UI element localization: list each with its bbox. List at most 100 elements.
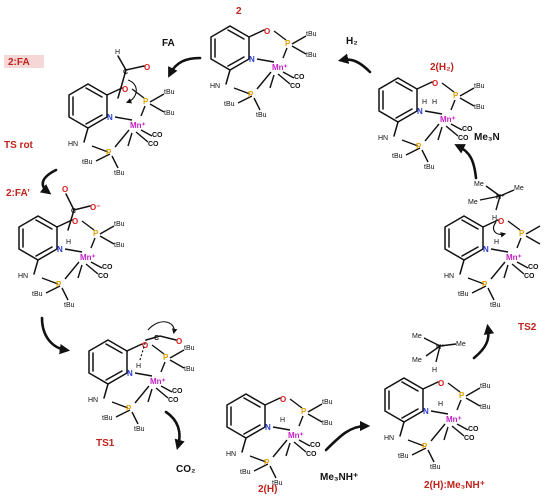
manganese-center: Mn⁺ (506, 253, 522, 262)
tbu-2: tBu (114, 242, 125, 249)
tbu-1: tBu (322, 399, 333, 406)
ring-oxygen: O (280, 395, 286, 404)
tbu-1: tBu (306, 31, 317, 38)
ring-oxygen: O (72, 217, 78, 226)
carbonyl-2: CO (294, 74, 305, 81)
methyl-1: Me (474, 181, 484, 188)
carbonyl-2: CO (310, 442, 321, 449)
tbu-3: tBu (398, 453, 409, 460)
complex-ts1: O N Mn⁺ P P HN CO CO tBu tBu tBu tBu C O… (88, 321, 195, 433)
phosphorus-2: P (126, 404, 132, 413)
phosphorus-1: P (163, 353, 169, 362)
trimethylammonium-ts2: N⁺ Me Me Me H (468, 181, 524, 238)
hydride-h: H (438, 401, 443, 408)
label-ts1: TS1 (96, 438, 115, 449)
phosphorus-2: P (56, 280, 62, 289)
ring-oxygen: O (264, 27, 270, 36)
phosphorus-2: P (422, 442, 428, 451)
ring-nitrogen: N (417, 107, 423, 116)
tbu-3: tBu (392, 153, 403, 160)
complex-2: O N Mn⁺ P P HN CO CO tBu tBu tBu tBu (210, 25, 317, 119)
ring-nitrogen: N (127, 369, 133, 378)
manganese-center: Mn⁺ (150, 377, 166, 386)
tbu-1: tBu (114, 221, 125, 228)
arrow-ts2-to-2h2 (454, 144, 478, 180)
phosphorus-1: P (301, 407, 307, 416)
complex-2-fa: O N Mn⁺ P P HN CO CO tBu tBu tBu tBu C O… (68, 49, 175, 177)
label-2h2: 2(H₂) (430, 62, 454, 73)
arrow-2h-to-2hme3nh (324, 420, 371, 452)
nh-group: HN (68, 141, 78, 148)
hydride-h: H (136, 363, 141, 370)
amine-nitrogen: N⁺ (436, 344, 445, 351)
amine-nitrogen: N⁺ (496, 194, 505, 201)
co2-carbon: C (154, 335, 159, 342)
tbu-3: tBu (102, 415, 113, 422)
tbu-4: tBu (272, 480, 283, 487)
tbu-4: tBu (64, 302, 75, 309)
ring-nitrogen: N (57, 245, 63, 254)
arrow-2faprime-to-ts1 (40, 316, 71, 355)
formate-oxide: O⁻ (90, 203, 100, 212)
amine-hydrogen: H (492, 215, 497, 222)
reagent-me3nh: Me₃NH⁺ (320, 472, 358, 483)
label-2h-me3nh: 2(H):Me₃NH⁺ (424, 480, 485, 491)
complex-2h-me3nh: O N Mn⁺ P P HN CO CO tBu tBu tBu tBu H (384, 377, 491, 471)
hydrogen-b: H (432, 99, 437, 106)
ring-nitrogen: N (483, 245, 489, 254)
tbu-1: tBu (164, 89, 175, 96)
tbu-2: tBu (322, 420, 333, 427)
tbu-4: tBu (430, 464, 441, 471)
phosphorus-2: P (264, 458, 270, 467)
manganese-center: Mn⁺ (272, 63, 288, 72)
methyl-2: Me (412, 357, 422, 364)
phosphorus-2: P (248, 90, 254, 99)
formate-oxygen: O (62, 185, 68, 194)
carbonyl-2: CO (102, 264, 113, 271)
nh-group: HN (226, 451, 236, 458)
tbu-2: tBu (480, 404, 491, 411)
nh-group: HN (384, 435, 394, 442)
phosphorus-1: P (285, 39, 291, 48)
arrow-ts1-to-2h (164, 410, 185, 451)
nh-group: HN (444, 273, 454, 280)
tbu-1: tBu (480, 383, 491, 390)
hydrogen-a: H (422, 99, 427, 106)
label-ts2: TS2 (518, 322, 537, 333)
complex-ts2: O N Mn⁺ P P HN CO CO tBu tBu H (444, 215, 541, 309)
label-2-fa-prime: 2:FA’ (6, 188, 30, 199)
manganese-center: Mn⁺ (130, 121, 146, 130)
trimethylammonium-free: N⁺ Me Me Me H (412, 333, 466, 374)
phosphorus-1: P (93, 229, 99, 238)
nh-group: HN (88, 397, 98, 404)
hydride-h: H (494, 239, 499, 246)
tbu-1: tBu (474, 83, 485, 90)
tbu-4: tBu (490, 302, 501, 309)
amine-hydrogen: H (432, 367, 437, 374)
carbonyl-1: CO (290, 83, 301, 90)
arrow-2fa-to-2faprime (39, 168, 58, 195)
arrow-2h2-to-2 (337, 53, 372, 74)
carbonyl-2: CO (528, 264, 539, 271)
ring-nitrogen: N (423, 407, 429, 416)
phosphorus-2: P (106, 148, 112, 157)
tbu-3: tBu (32, 291, 43, 298)
carbonyl-1: CO (524, 273, 535, 280)
formate-oxygen: O (144, 63, 150, 72)
ring-nitrogen: N (107, 113, 113, 122)
manganese-center: Mn⁺ (446, 415, 462, 424)
formate-carbon: C (123, 69, 128, 76)
tbu-4: tBu (424, 164, 435, 171)
label-2: 2 (236, 6, 242, 17)
reagent-fa: FA (162, 38, 175, 49)
ring-oxygen: O (142, 341, 148, 350)
ring-nitrogen: N (249, 55, 255, 64)
phosphorus-2: P (482, 280, 488, 289)
manganese-center: Mn⁺ (288, 431, 304, 440)
tbu-2: tBu (474, 104, 485, 111)
phosphorus-1: P (459, 391, 465, 400)
label-2-fa: 2:FA (8, 57, 30, 68)
ring-nitrogen: N (265, 423, 271, 432)
step-label-ts-rot: TS rot (4, 140, 34, 151)
